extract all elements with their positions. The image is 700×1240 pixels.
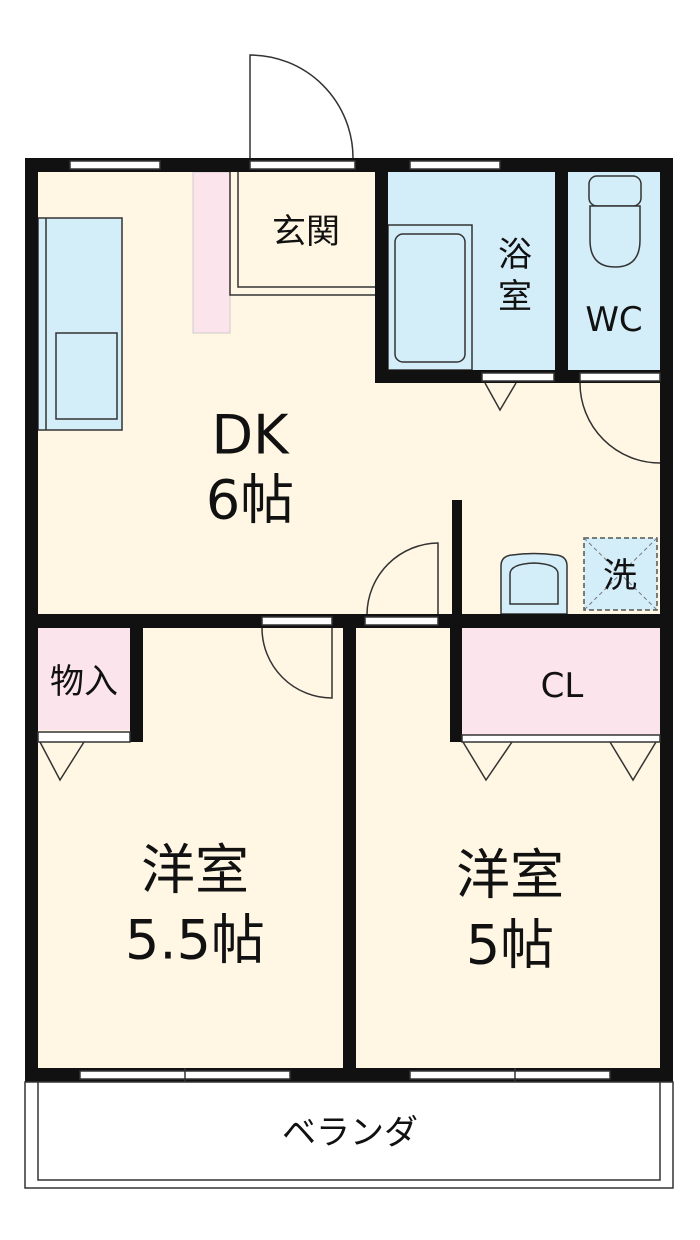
- bathroom-door[interactable]: [481, 372, 555, 382]
- room2-size: 5帖: [466, 914, 554, 977]
- bathroom-label-1: 浴: [498, 235, 532, 275]
- wc-door[interactable]: [579, 372, 661, 382]
- storage-floor: [38, 628, 130, 730]
- window: [409, 160, 501, 170]
- washbasin-icon: [500, 552, 568, 615]
- room1-door[interactable]: [261, 616, 333, 626]
- storage-label: 物入: [50, 662, 118, 702]
- closet-floor: [462, 628, 660, 735]
- storage-door[interactable]: [37, 731, 131, 743]
- room2-window: [409, 1070, 611, 1080]
- room2-door[interactable]: [364, 616, 439, 626]
- room1-label: 洋室: [141, 839, 249, 902]
- room2-label: 洋室: [456, 844, 564, 907]
- veranda-label: ベランダ: [282, 1113, 418, 1153]
- closet-label: CL: [541, 666, 584, 706]
- washbasin-bowl: [509, 562, 559, 605]
- wc-door-swing: [579, 382, 661, 464]
- entrance-door-opening[interactable]: [249, 160, 356, 170]
- veranda-rail: [37, 1082, 661, 1181]
- shoe-box: [192, 171, 231, 334]
- window: [69, 160, 161, 170]
- washer-label: 洗: [603, 556, 637, 596]
- closet-door[interactable]: [461, 734, 661, 743]
- toilet-bowl-icon: [589, 205, 641, 268]
- room1-size: 5.5帖: [125, 909, 265, 972]
- wc-label: WC: [585, 300, 642, 340]
- bathroom-label-2: 室: [498, 277, 532, 317]
- bath-door-mark: [484, 382, 517, 412]
- toilet-tank: [588, 175, 642, 207]
- closet-door-mark: [462, 741, 513, 782]
- bathtub-inner: [394, 233, 466, 363]
- dk-door-swing: [366, 542, 439, 615]
- entrance-door-swing: [249, 54, 354, 159]
- washer-cross: [583, 537, 658, 611]
- entrance-label: 玄関: [272, 212, 340, 252]
- room1-door-swing: [261, 627, 333, 699]
- entrance-step-inner: [237, 172, 375, 288]
- veranda-outline: [24, 1081, 674, 1189]
- entrance-step: [229, 172, 375, 296]
- kitchen-sink: [55, 332, 118, 420]
- closet-door-mark: [609, 741, 657, 782]
- storage-door-mark: [39, 741, 85, 782]
- dk-label: DK: [212, 404, 291, 467]
- dk-size: 6帖: [206, 469, 294, 532]
